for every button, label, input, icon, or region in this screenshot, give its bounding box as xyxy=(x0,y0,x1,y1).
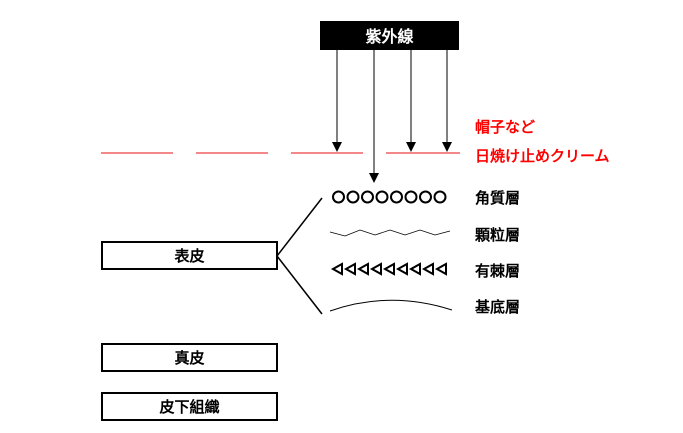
dermis-label: 真皮 xyxy=(174,349,204,367)
epidermis-label: 表皮 xyxy=(174,247,204,265)
sunscreen-label: 日焼け止めクリーム xyxy=(475,147,610,165)
stratum-granulosum-marker xyxy=(329,229,451,237)
uv-box: 紫外線 xyxy=(320,21,459,50)
hat-label: 帽子など xyxy=(475,118,535,136)
stratum-basale-marker xyxy=(329,299,453,312)
layer-label-spinosum: 有棘層 xyxy=(475,262,520,280)
uv-arrows xyxy=(332,50,452,183)
arrowhead-icon xyxy=(442,142,452,152)
layer-label-basale: 基底層 xyxy=(474,298,520,316)
subcutaneous-label: 皮下組織 xyxy=(159,398,219,416)
arrowhead-icon xyxy=(406,142,416,152)
layer-label-granulosum: 顆粒層 xyxy=(475,226,520,244)
arrowhead-icon xyxy=(369,173,379,183)
stratum-corneum-marker xyxy=(332,190,447,204)
uv-label: 紫外線 xyxy=(365,27,413,46)
layer-label-corneum: 角質層 xyxy=(475,189,520,207)
arrowhead-icon xyxy=(332,142,342,152)
dermis-box: 真皮 xyxy=(101,343,278,372)
epidermis-box: 表皮 xyxy=(101,241,278,270)
stratum-spinosum-marker xyxy=(330,262,447,276)
epidermis-bracket xyxy=(276,197,323,315)
subcutaneous-box: 皮下組織 xyxy=(101,392,278,421)
